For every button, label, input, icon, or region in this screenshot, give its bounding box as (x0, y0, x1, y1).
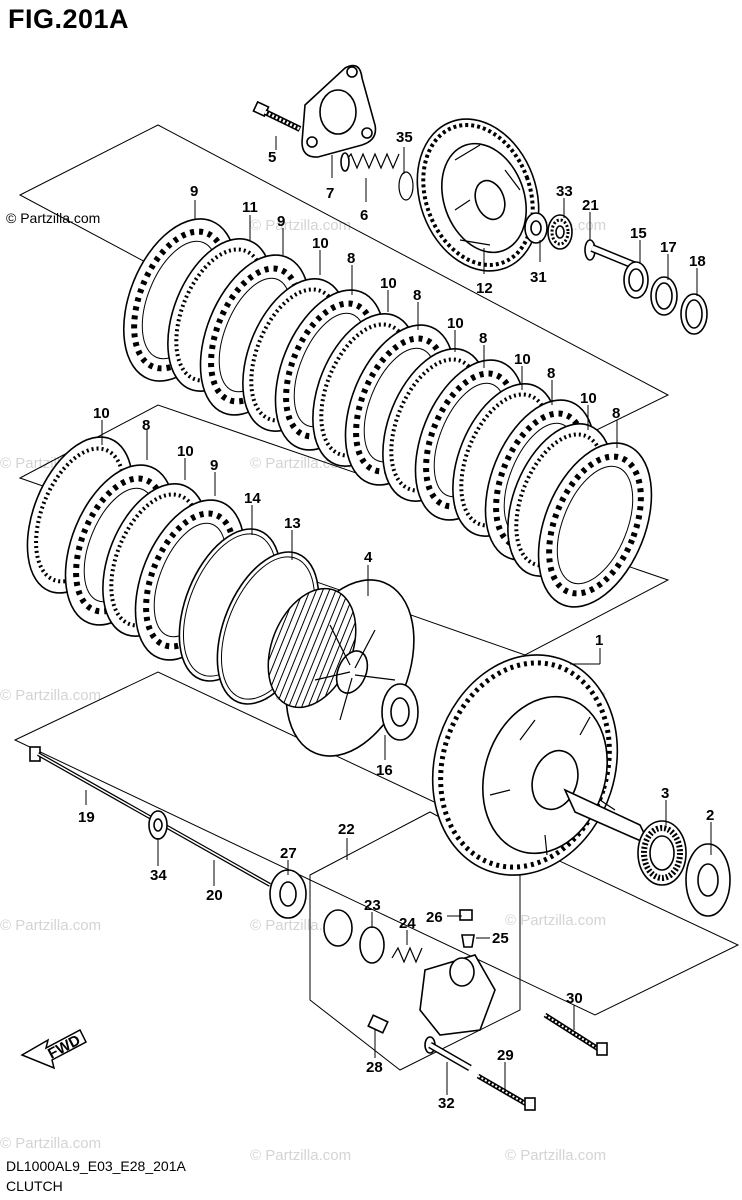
callout: 32 (438, 1095, 455, 1112)
callout: 18 (689, 253, 706, 270)
pressure-plate-assembly (252, 64, 708, 335)
callout: 8 (479, 330, 487, 347)
callout: 16 (376, 762, 393, 779)
callout: 8 (612, 405, 620, 422)
watermark: © Partzilla.com (505, 1147, 606, 1164)
callout: 21 (582, 197, 599, 214)
callout: 14 (244, 490, 261, 507)
dowel-28 (367, 1014, 389, 1034)
figure-title: FIG.201A (8, 4, 130, 34)
callout: 7 (326, 185, 334, 202)
thrust-washer-2 (685, 843, 731, 917)
callout: 29 (497, 1047, 514, 1064)
callout: 5 (268, 149, 276, 166)
callout: 10 (514, 351, 531, 368)
leader-lines (85, 136, 712, 1095)
callout: 19 (78, 809, 95, 826)
watermark: © Partzilla.com (0, 917, 101, 934)
forward-arrow: FWD (20, 1028, 87, 1070)
callout: 28 (366, 1059, 383, 1076)
callout: 10 (93, 405, 110, 422)
callout: 9 (190, 183, 198, 200)
callout: 12 (476, 280, 493, 297)
bearing-27 (269, 869, 307, 919)
diagram-name: CLUTCH (6, 1178, 63, 1194)
callout: 23 (364, 897, 381, 914)
fwd-label: FWD (45, 1032, 83, 1063)
release-assembly-22 (323, 909, 496, 1036)
bolt-5 (252, 100, 302, 132)
diagram-code: DL1000AL9_E03_E28_201A (6, 1158, 186, 1174)
needle-bearing-3 (637, 820, 687, 886)
callout: 24 (399, 915, 416, 932)
clutch-plates-upper (122, 218, 653, 608)
callout: 34 (150, 867, 167, 884)
callout: 3 (661, 785, 669, 802)
bearing-33 (547, 214, 573, 250)
callout: 35 (396, 129, 413, 146)
watermark: © Partzilla.com (0, 687, 101, 704)
bolt-30 (543, 1012, 608, 1056)
callout: 10 (177, 443, 194, 460)
callout: 8 (142, 417, 150, 434)
callout: 10 (312, 235, 329, 252)
callout: 30 (566, 990, 583, 1007)
shaft-32 (424, 1036, 472, 1072)
callout: 2 (706, 807, 714, 824)
callout: 4 (364, 549, 373, 566)
callout: 15 (630, 225, 647, 242)
callout: 8 (413, 287, 421, 304)
callout: 31 (530, 269, 547, 286)
circlip-35 (398, 171, 414, 201)
callout: 6 (360, 207, 368, 224)
copyright-notice: © Partzilla.com (6, 210, 101, 226)
callout: 10 (447, 315, 464, 332)
callout: 9 (277, 213, 285, 230)
watermark: © Partzilla.com (250, 217, 351, 234)
watermark: © Partzilla.com (250, 1147, 351, 1164)
callout: 1 (595, 632, 603, 649)
callout: 20 (206, 887, 223, 904)
bearing-15 (623, 261, 649, 299)
callout: 9 (210, 457, 218, 474)
oil-seal-34 (148, 810, 168, 840)
callout: 10 (380, 275, 397, 292)
washer-16 (381, 683, 419, 741)
callout: 11 (242, 199, 258, 216)
callout: 10 (580, 390, 597, 407)
pushrod-19 (29, 746, 271, 887)
callout: 33 (556, 183, 573, 200)
callout: 26 (426, 909, 443, 926)
primary-driven-gear-1 (431, 654, 652, 876)
callouts: 5 7 35 6 33 21 15 17 18 31 12 9 11 9 10 … (78, 129, 714, 1112)
callout: 8 (547, 365, 555, 382)
callout: 17 (660, 239, 677, 256)
callout: 25 (492, 930, 509, 947)
callout: 13 (284, 515, 301, 532)
bolt-29 (476, 1073, 536, 1111)
watermark: © Partzilla.com (505, 912, 606, 929)
spring-6 (340, 152, 400, 172)
callout: 8 (347, 250, 355, 267)
callout: 22 (338, 821, 355, 838)
pushrod-21 (584, 239, 638, 270)
watermark: © Partzilla.com (0, 1135, 101, 1152)
pressure-plate-12 (416, 118, 540, 272)
lifter-plate-7 (301, 64, 377, 158)
callout: 27 (280, 845, 297, 862)
